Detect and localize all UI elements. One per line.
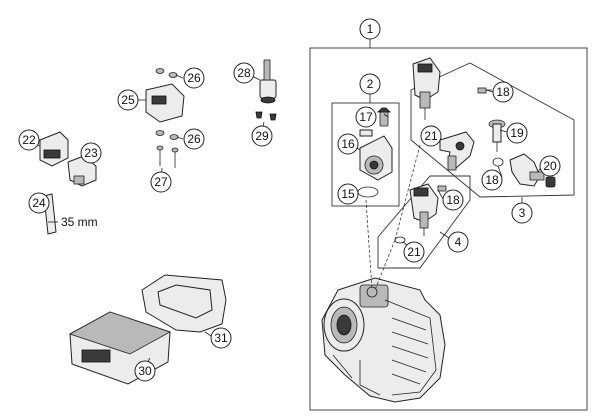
callout-17: 17 xyxy=(355,106,377,128)
callout-21-upper: 21 xyxy=(420,125,442,147)
callout-4: 4 xyxy=(447,231,469,253)
callout-19: 19 xyxy=(506,122,528,144)
sensor-25 xyxy=(145,83,185,123)
svg-text:30: 30 xyxy=(138,364,152,378)
svg-text:18: 18 xyxy=(496,85,510,99)
screw-18-top xyxy=(477,87,492,94)
svg-text:31: 31 xyxy=(214,331,228,345)
callout-2: 2 xyxy=(359,73,381,95)
cap-20 xyxy=(545,176,556,188)
svg-text:4: 4 xyxy=(455,235,462,249)
callout-31: 31 xyxy=(210,327,232,349)
svg-text:1: 1 xyxy=(367,22,374,36)
injector-lower xyxy=(394,183,447,244)
svg-text:21: 21 xyxy=(424,129,438,143)
callout-26-bottom: 26 xyxy=(183,128,205,150)
callout-23: 23 xyxy=(80,142,102,164)
callout-27: 27 xyxy=(150,171,172,193)
callout-18-lower: 18 xyxy=(442,189,464,211)
svg-text:25: 25 xyxy=(121,93,135,107)
svg-text:16: 16 xyxy=(341,137,355,151)
svg-text:18: 18 xyxy=(485,173,499,187)
svg-text:20: 20 xyxy=(543,159,557,173)
washers-26-bottom xyxy=(155,130,179,140)
callout-24: 24 xyxy=(28,192,50,214)
washers-26-top xyxy=(155,68,178,78)
svg-text:23: 23 xyxy=(84,146,98,160)
svg-text:18: 18 xyxy=(446,193,460,207)
dimension-35mm: 35 mm xyxy=(61,215,98,229)
screws-27 xyxy=(156,145,179,168)
svg-text:24: 24 xyxy=(32,196,46,210)
pressure-regulator xyxy=(509,153,545,187)
injector-upper xyxy=(412,57,441,120)
svg-text:26: 26 xyxy=(187,132,201,146)
svg-text:27: 27 xyxy=(154,175,168,189)
callout-29: 29 xyxy=(251,125,273,147)
svg-text:15: 15 xyxy=(341,187,355,201)
callout-16: 16 xyxy=(337,133,359,155)
callout-26-top: 26 xyxy=(183,67,205,89)
callout-18-mid: 18 xyxy=(481,169,503,191)
svg-text:26: 26 xyxy=(187,71,201,85)
svg-text:2: 2 xyxy=(367,77,374,91)
screws-29 xyxy=(255,111,277,121)
svg-text:29: 29 xyxy=(255,129,269,143)
ecu-bracket-31 xyxy=(141,274,227,333)
svg-text:17: 17 xyxy=(359,110,373,124)
callout-21-lower: 21 xyxy=(403,241,425,263)
assembly-guide-lines xyxy=(365,144,421,291)
throttle-body xyxy=(321,277,446,403)
callout-25: 25 xyxy=(117,89,139,111)
svg-text:3: 3 xyxy=(519,206,526,220)
callout-3: 3 xyxy=(511,202,533,224)
callout-28: 28 xyxy=(233,62,255,84)
svg-text:22: 22 xyxy=(22,133,36,147)
throttle-position-sensor xyxy=(357,107,393,198)
sensor-28 xyxy=(259,59,277,104)
o-ring-18 xyxy=(492,157,504,167)
callout-1: 1 xyxy=(359,18,381,40)
callout-15: 15 xyxy=(337,183,359,205)
callout-30: 30 xyxy=(134,360,156,382)
callout-22: 22 xyxy=(18,129,40,151)
subassembly-box-2 xyxy=(331,93,400,207)
svg-text:21: 21 xyxy=(407,245,421,259)
assembly-frame-1 xyxy=(309,39,588,411)
svg-text:19: 19 xyxy=(510,126,524,140)
svg-text:28: 28 xyxy=(237,66,251,80)
callout-18-top: 18 xyxy=(492,81,514,103)
fuel-rail-bracket xyxy=(439,131,475,171)
svg-text:35 mm: 35 mm xyxy=(61,215,98,229)
callout-20: 20 xyxy=(539,155,561,177)
bolt-19 xyxy=(488,119,506,152)
sensor-22 xyxy=(39,131,69,167)
